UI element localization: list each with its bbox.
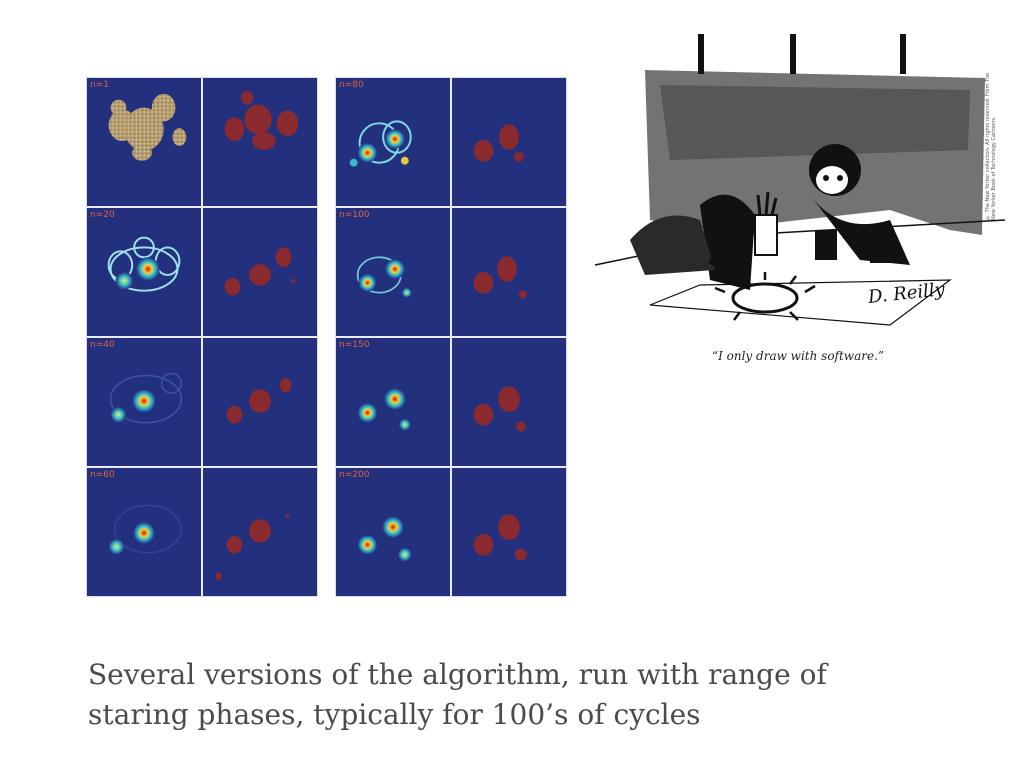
support-mask-image	[473, 514, 527, 561]
cartoon-caption: “I only draw with software.”	[711, 349, 885, 363]
iteration-label: n=60	[90, 470, 115, 480]
reconstruction-image	[357, 388, 411, 431]
cartoon-copyright: © The New Yorker collection. All rights …	[985, 72, 997, 220]
support-mask-image	[224, 90, 299, 150]
support-mask-panel	[452, 78, 566, 206]
support-mask-image	[224, 247, 296, 296]
support-mask-panel	[203, 468, 317, 596]
iteration-label: n=150	[339, 340, 370, 350]
iteration-panel: n=20	[87, 208, 201, 336]
support-mask-panel	[452, 338, 566, 466]
support-mask-image	[473, 386, 526, 432]
reconstruction-image	[356, 256, 412, 298]
support-mask-panel	[452, 468, 566, 596]
support-mask-image	[215, 513, 290, 581]
iteration-label: n=200	[339, 470, 370, 480]
iteration-panel: n=40	[87, 338, 201, 466]
iteration-label: n=80	[339, 80, 364, 90]
support-mask-panel	[203, 338, 317, 466]
reconstruction-image	[357, 516, 412, 562]
iteration-panel: n=200	[336, 468, 450, 596]
iteration-label: n=20	[90, 210, 115, 220]
iteration-label: n=40	[90, 340, 115, 350]
reconstruction-grid-left: n=1	[86, 77, 318, 597]
iteration-panel: n=80	[336, 78, 450, 206]
reconstruction-grid-right: n=80 n=100	[335, 77, 567, 597]
reconstruction-image	[107, 236, 181, 292]
iteration-label: n=100	[339, 210, 370, 220]
caption-line: staring phases, typically for 100’s of c…	[88, 698, 701, 731]
noisy-object-image	[108, 93, 187, 161]
support-mask-panel	[203, 208, 317, 336]
support-mask-panel	[203, 78, 317, 206]
caption-line: Several versions of the algorithm, run w…	[88, 658, 827, 691]
iteration-panel: n=150	[336, 338, 450, 466]
reconstruction-image	[109, 372, 183, 424]
slide-caption: Several versions of the algorithm, run w…	[88, 655, 948, 735]
cartoon-illustration	[594, 34, 1006, 326]
reconstruction-image	[108, 504, 182, 555]
support-mask-panel	[452, 208, 566, 336]
support-mask-image	[473, 256, 527, 299]
iteration-panel: n=60	[87, 468, 201, 596]
reconstruction-image	[349, 120, 412, 167]
support-mask-image	[226, 378, 292, 424]
iteration-panel: n=1	[87, 78, 201, 206]
iteration-panel: n=100	[336, 208, 450, 336]
support-mask-image	[473, 124, 524, 162]
iteration-label: n=1	[90, 80, 109, 90]
